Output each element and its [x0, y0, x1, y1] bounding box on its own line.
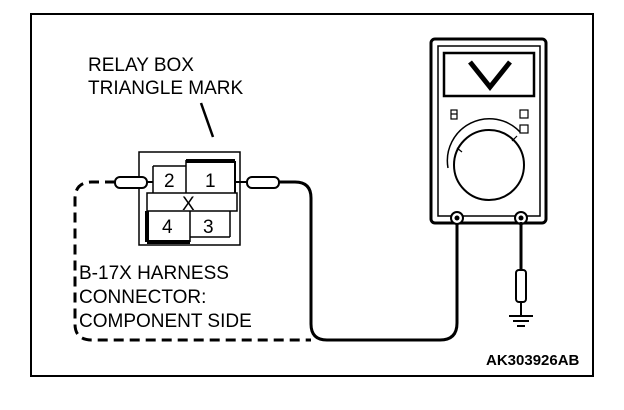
figure-code: AK303926AB — [486, 352, 580, 369]
ground-probe-body — [515, 269, 527, 303]
callout-line-1: RELAY BOX — [88, 55, 194, 76]
cross-mark: X — [182, 194, 195, 215]
mode-switch-right-top — [519, 109, 529, 119]
connector-label-line-1: B-17X HARNESS — [79, 263, 229, 284]
dashed-lead-left — [73, 180, 311, 342]
voltage-v-icon — [468, 60, 512, 92]
dial-scale-arc — [446, 118, 521, 169]
pin-4-label: 4 — [162, 217, 173, 238]
connector-label-line-3: COMPONENT SIDE — [79, 311, 252, 332]
multimeter — [429, 37, 548, 225]
probe-tip-left — [114, 176, 148, 189]
figure-frame — [30, 13, 594, 377]
probe-tip-right — [246, 176, 280, 189]
meter-lead-positive — [279, 180, 459, 342]
connector-center-band — [146, 192, 238, 212]
pin-2-label: 2 — [164, 171, 175, 192]
range-selector-dial — [453, 129, 525, 201]
pin-1-label: 1 — [205, 171, 216, 192]
ground-symbol-icon — [509, 315, 533, 327]
pin-3-label: 3 — [203, 217, 214, 238]
multimeter-inner-panel — [437, 45, 541, 217]
mode-switch-right-bottom — [519, 124, 529, 134]
connector-label-line-2: CONNECTOR: — [79, 287, 206, 308]
connector-housing — [138, 151, 241, 246]
b17x-connector: 2 1 4 3 X — [138, 151, 241, 246]
callout-leader-line — [199, 102, 215, 138]
callout-line-2: TRIANGLE MARK — [88, 78, 244, 99]
